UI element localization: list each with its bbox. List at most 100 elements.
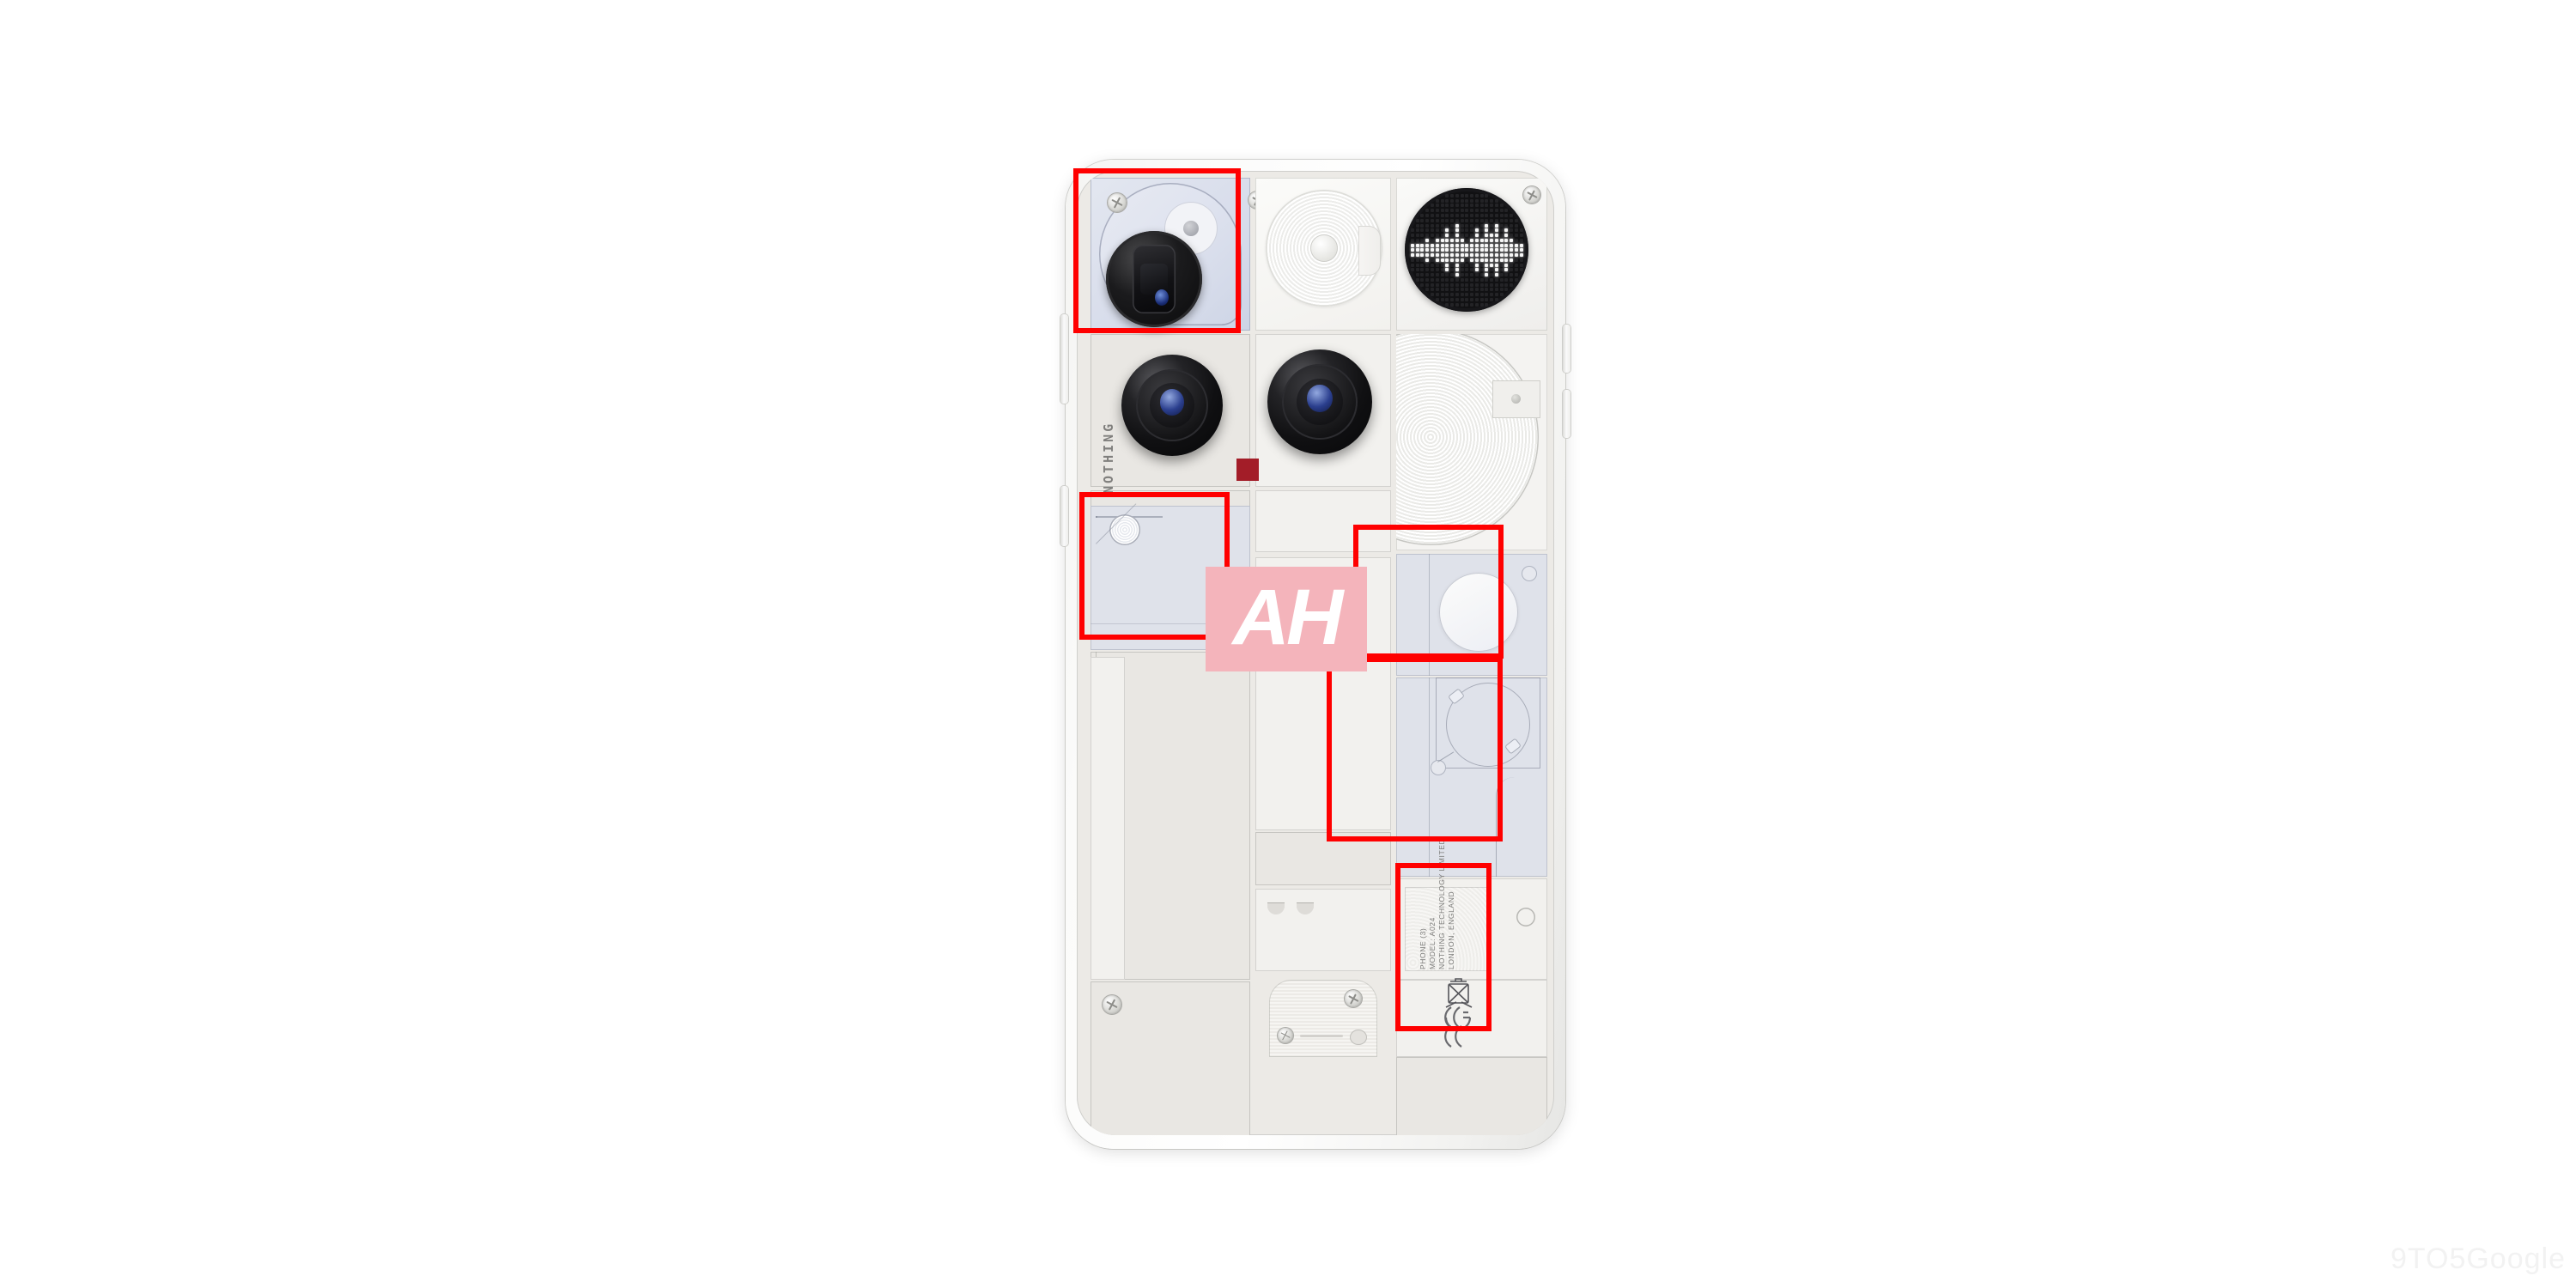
glyph-dot [1504,268,1509,272]
glyph-dot [1474,209,1479,213]
glyph-dot [1415,228,1419,233]
glyph-dot [1450,198,1455,203]
glyph-dot [1504,273,1509,277]
glyph-dot [1435,258,1439,262]
glyph-dot [1494,273,1498,277]
glyph-dot [1479,258,1484,262]
screw-icon [1103,995,1121,1014]
glyph-dot [1479,234,1484,238]
glyph-dot [1455,297,1459,301]
glyph-dot [1440,253,1444,258]
glyph-dot [1455,228,1459,233]
glyph-dot [1490,248,1494,252]
glyph-dot [1490,243,1494,247]
glyph-dot [1504,248,1509,252]
glyph-dot [1490,218,1494,222]
glyph-dot [1470,228,1474,233]
reg-line-1: PHONE (3) [1419,927,1427,969]
glyph-dot [1465,234,1469,238]
glyph-dot [1470,234,1474,238]
glyph-dot [1431,214,1434,217]
glyph-dot [1494,297,1498,301]
right-rail-bottom [1563,390,1571,438]
glyph-dot [1420,218,1425,222]
power-button[interactable] [1060,486,1068,546]
glyph-dot [1460,288,1464,292]
glyph-dot [1470,263,1474,267]
glyph-dot [1435,277,1439,282]
glyph-dot [1415,218,1419,222]
glyph-dot [1431,288,1434,292]
glyph-dot [1465,218,1469,222]
glyph-dot [1504,263,1509,267]
glyph-dot [1479,253,1484,258]
glyph-dot [1450,218,1455,222]
glyph-dot [1519,228,1523,233]
glyph-dot [1450,204,1455,208]
glyph-dot [1455,253,1459,258]
glyph-dot [1420,283,1425,287]
glyph-dot [1510,238,1514,242]
periscope-camera [1106,231,1202,327]
glyph-dot [1514,228,1518,233]
glyph-dot [1490,238,1494,242]
glyph-dot [1465,238,1469,242]
glyph-dot [1415,258,1419,262]
glyph-dot [1465,302,1469,307]
glyph-dot [1490,293,1494,297]
glyph-dot [1431,263,1434,267]
glyph-dot [1474,283,1479,287]
glyph-dot [1499,277,1504,282]
glyph-dot [1420,223,1425,228]
glyph-dot [1474,248,1479,252]
glyph-dot [1445,204,1449,208]
glyph-dot [1479,268,1484,272]
glyph-dot [1415,263,1419,267]
glyph-dot [1485,253,1489,258]
glyph-dot [1440,248,1444,252]
glyph-dot [1494,248,1498,252]
glyph-dot [1474,277,1479,282]
plate-below-cam-centre [1255,490,1391,552]
glyph-dot [1431,258,1434,262]
glyph-dot [1485,193,1489,197]
volume-button[interactable] [1060,314,1068,404]
glyph-dot [1499,258,1504,262]
glyph-dot [1479,209,1484,213]
glyph-dot [1431,283,1434,287]
glyph-dot [1490,258,1494,262]
glyph-dot [1494,214,1498,217]
glyph-dot [1455,214,1459,217]
glyph-dot [1425,214,1430,217]
glyph-dot [1431,268,1434,272]
glyph-dot [1470,198,1474,203]
glyph-dot [1440,223,1444,228]
red-accent-square [1236,459,1259,481]
glyph-dot [1465,228,1469,233]
glyph-dot [1490,223,1494,228]
glyph-dot [1485,263,1489,267]
glyph-dot [1519,253,1523,258]
glyph-dot [1514,243,1518,247]
glyph-dot [1499,243,1504,247]
glyph-dot [1435,263,1439,267]
glyph-dot [1425,288,1430,292]
glyph-dot [1510,273,1514,277]
glyph-matrix-display[interactable] [1405,188,1528,312]
glyph-dot [1514,277,1518,282]
glyph-dot [1490,214,1494,217]
glyph-dot [1435,297,1439,301]
panel-divider [1091,623,1250,624]
glyph-dot [1460,273,1464,277]
glyph-dot [1465,293,1469,297]
reg-line-4: LONDON, ENGLAND [1447,890,1455,969]
glyph-dot [1445,209,1449,213]
glyph-dot [1460,223,1464,228]
glyph-dot [1450,302,1455,307]
glyph-dot [1431,277,1434,282]
glyph-dot [1425,234,1430,238]
cutout-icon [1267,902,1285,914]
glyph-dot [1450,268,1455,272]
glyph-dot [1490,234,1494,238]
glyph-dot [1450,193,1455,197]
